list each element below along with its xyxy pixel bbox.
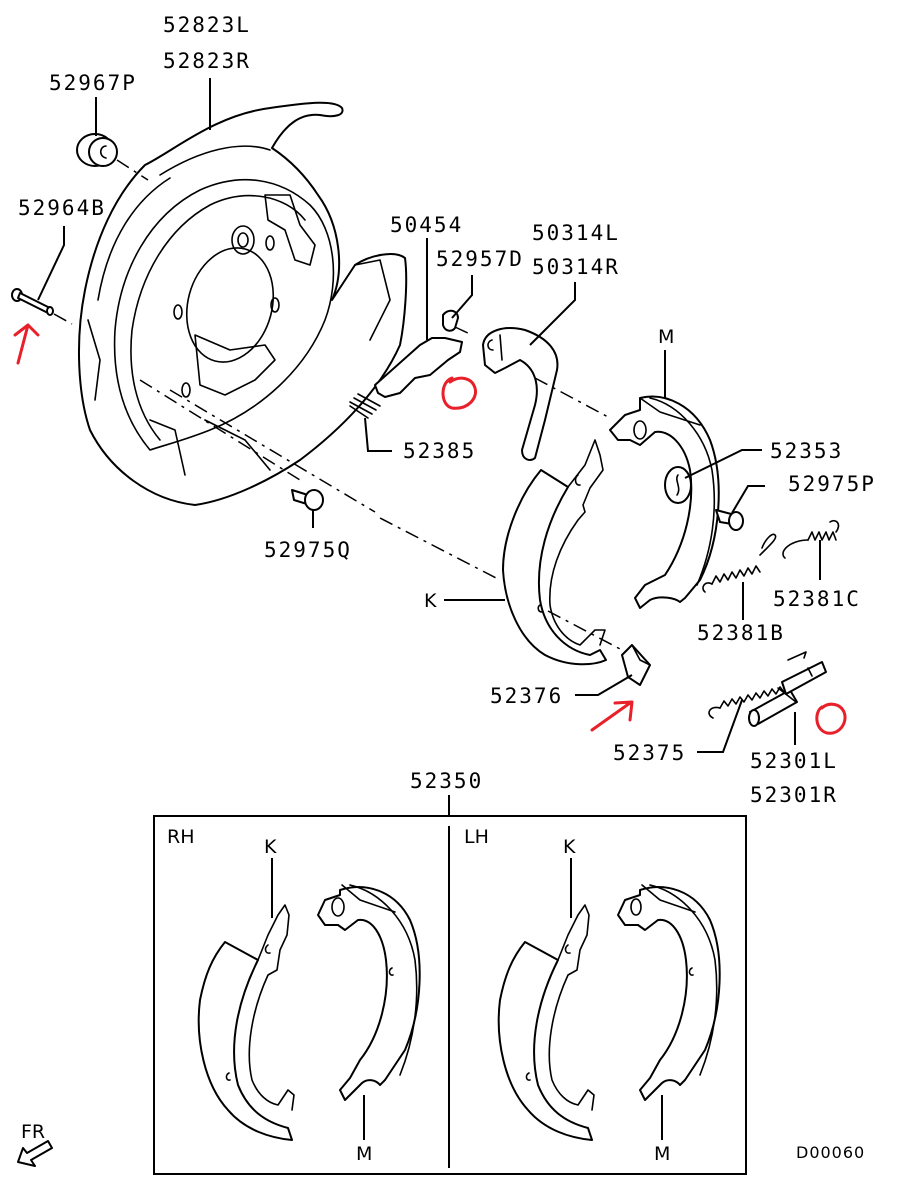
callout-52975P: 52975P: [788, 472, 876, 496]
callout-52964B: 52964B: [18, 196, 106, 220]
red-arrow-icon: [590, 700, 634, 732]
callout-shoe-m: M: [658, 326, 674, 348]
spring-lower-part: [708, 651, 807, 719]
red-arrow-icon: [13, 323, 40, 365]
adjuster-lever-part: [374, 309, 471, 398]
hold-pin-part: [664, 466, 692, 504]
callout-52385: 52385: [403, 439, 476, 463]
callout-52353: 52353: [770, 439, 843, 463]
drawing-code: D00060: [796, 1143, 865, 1162]
callout-52301R: 52301R: [750, 783, 838, 807]
front-direction-arrow-icon: [17, 1140, 53, 1167]
callout-50314L: 50314L: [532, 221, 620, 245]
red-circle-icon: [441, 376, 478, 410]
shim-part: [621, 644, 651, 686]
bolt-lower-part: [291, 489, 324, 511]
shoe-k-part: [502, 439, 607, 666]
callout-52823R: 52823R: [163, 49, 251, 73]
callout-50314R: 50314R: [532, 255, 620, 279]
callout-52381B: 52381B: [697, 621, 785, 645]
assembly-line: [547, 610, 623, 651]
inset-lh-m-label: M: [654, 1143, 670, 1165]
rh-shoe-pair: K M: [197, 836, 421, 1165]
shoe-m-part: [609, 395, 720, 609]
red-circle-icon: [815, 702, 847, 735]
callout-52301L: 52301L: [750, 749, 838, 773]
callout-52975Q: 52975Q: [264, 538, 352, 562]
bolt-left-part: [11, 288, 73, 325]
callout-52957D: 52957D: [436, 247, 524, 271]
assembly-line: [169, 389, 376, 513]
inset-label-rh: RH: [167, 826, 195, 848]
callout-50454: 50454: [390, 213, 463, 237]
inset-rh-m-label: M: [356, 1143, 372, 1165]
callout-52376: 52376: [490, 684, 563, 708]
adjuster-part: [748, 661, 827, 727]
spring-b-part: [702, 533, 777, 593]
red-annotations: [13, 323, 847, 735]
backing-plate: [77, 101, 408, 506]
lever-part: [482, 327, 611, 461]
lh-shoe-pair: K M: [497, 836, 721, 1165]
callout-shoe-k: K: [424, 590, 437, 612]
inset-label-lh: LH: [464, 826, 489, 848]
assembly-line: [379, 517, 501, 581]
shoe-set-inset: RH LH K M: [153, 815, 747, 1175]
bolt-right-part: [715, 509, 744, 531]
callout-52381C: 52381C: [773, 587, 861, 611]
callout-52375: 52375: [613, 741, 686, 765]
inset-lh-k-label: K: [563, 836, 576, 858]
grommet-part: [76, 133, 149, 181]
leader-lines: [37, 78, 821, 815]
spring-c-part: [782, 519, 840, 559]
callout-52967P: 52967P: [49, 71, 137, 95]
callout-52823L: 52823L: [163, 13, 251, 37]
direction-label: FR: [21, 1121, 45, 1143]
callout-52350: 52350: [410, 769, 483, 793]
assembly-line: [139, 379, 301, 481]
spring-small-part: [349, 393, 381, 419]
inset-rh-k-label: K: [264, 836, 277, 858]
